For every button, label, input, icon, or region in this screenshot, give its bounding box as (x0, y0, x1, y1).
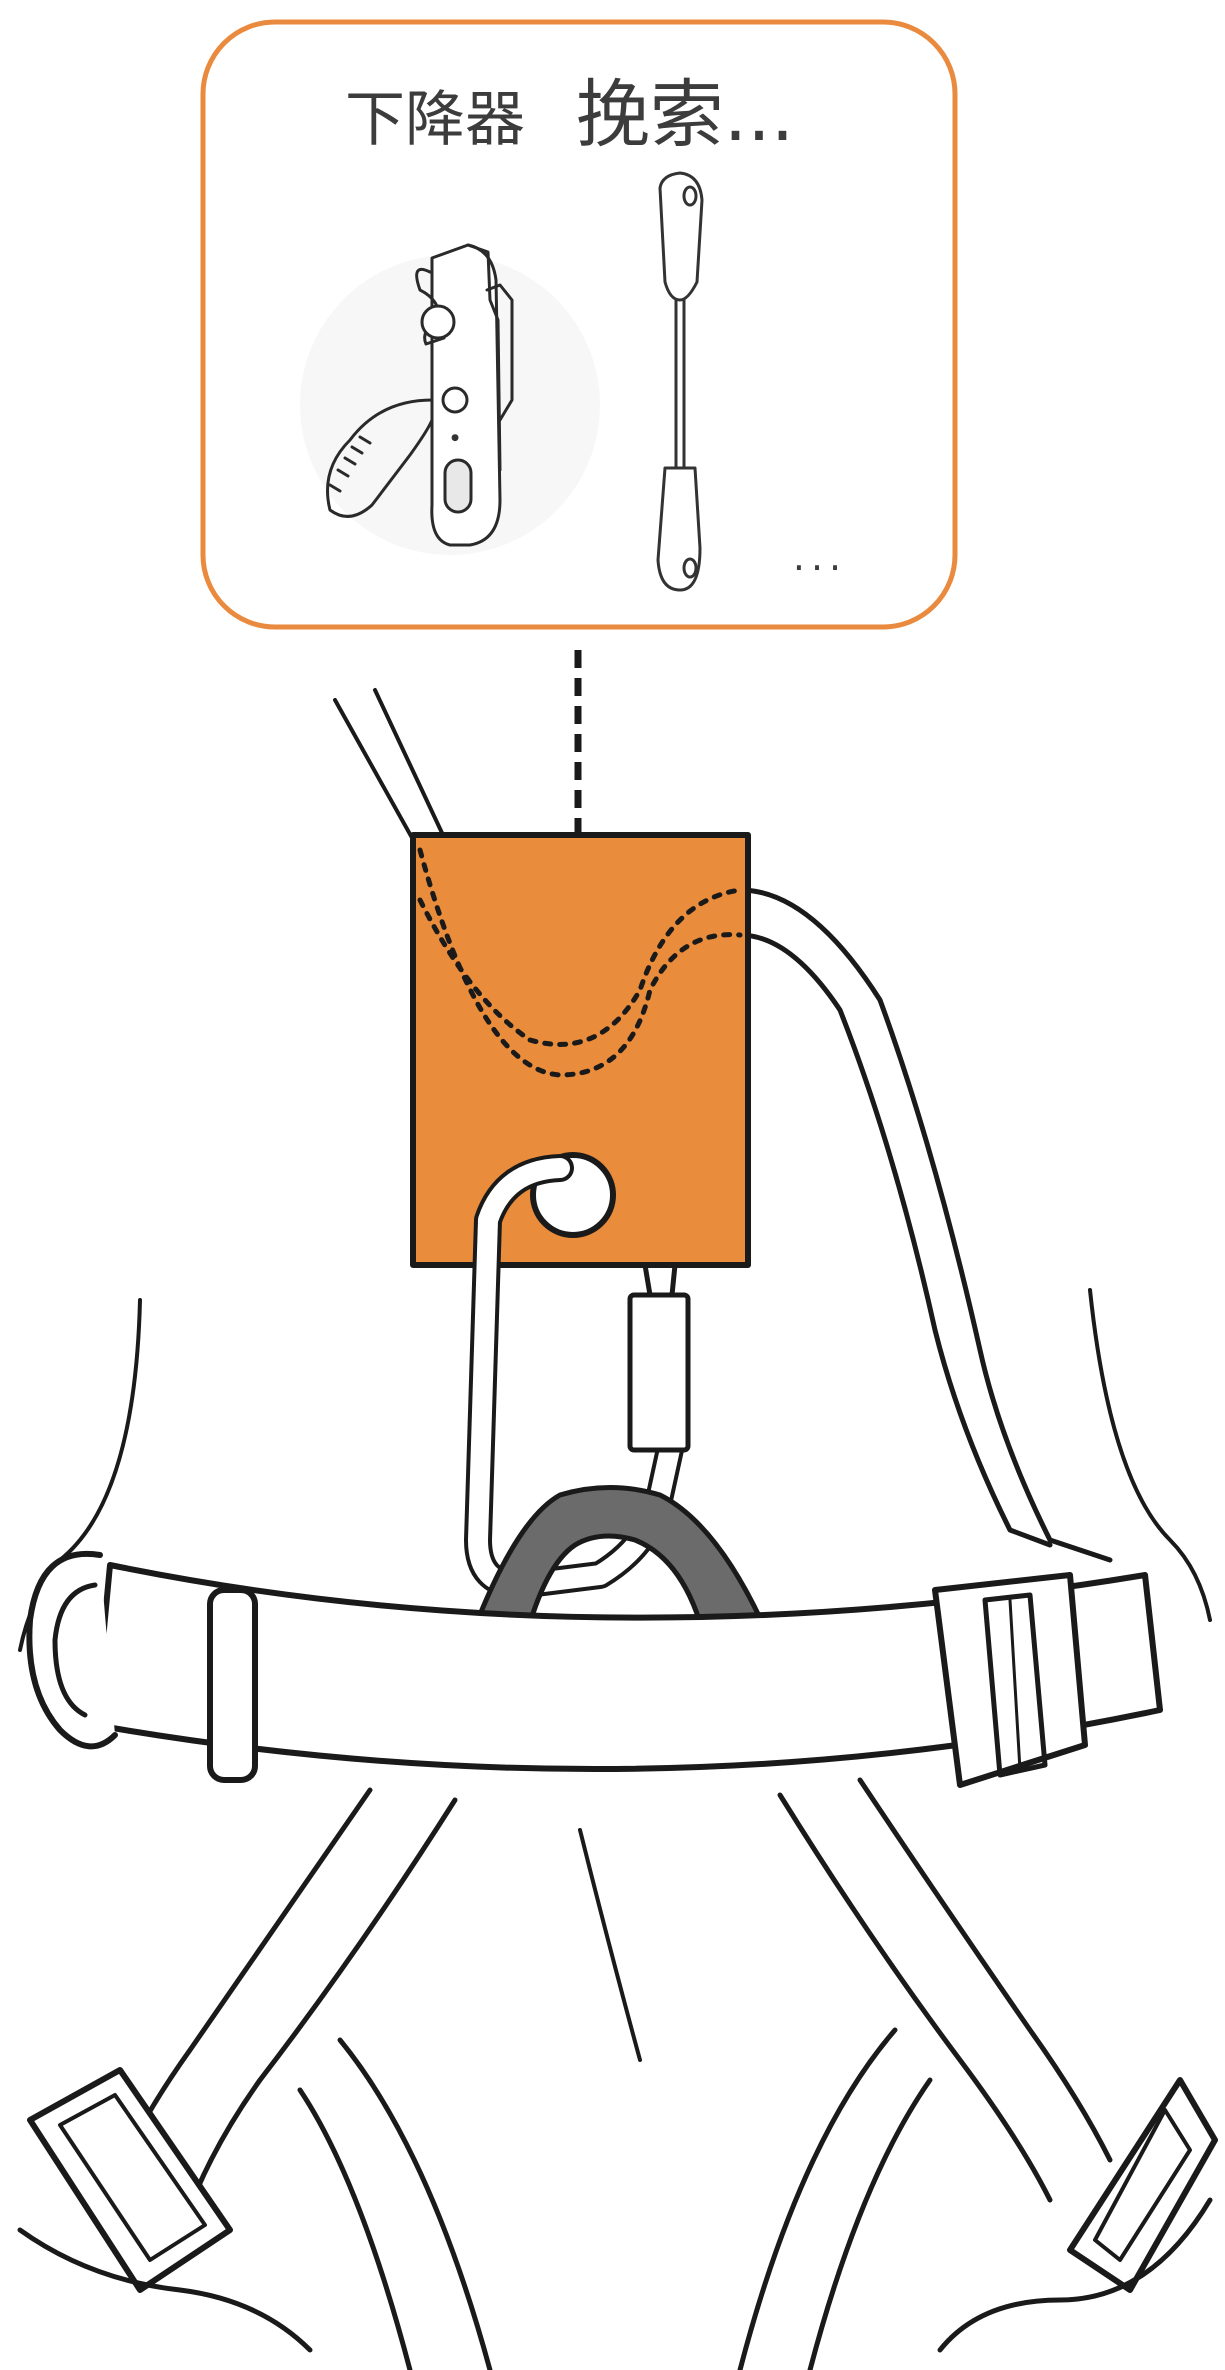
descender-label: 下降器 (345, 85, 525, 155)
right-belt-buckle (935, 1575, 1085, 1785)
lanyard-label: 挽索... (576, 72, 795, 158)
carabiner-gate-sleeve (630, 1295, 688, 1450)
right-leg-buckle (1070, 2080, 1215, 2290)
left-gear-loop (29, 1554, 115, 1747)
more-items-mark: ... (793, 535, 847, 579)
equipment-callout: 下降器 挽索... ● ... (203, 22, 955, 627)
right-shoulder-strap (740, 890, 1110, 1560)
descender-brand-mark: ● (451, 433, 459, 443)
left-belt-keeper (210, 1590, 255, 1780)
harness (20, 690, 1215, 2370)
body-outline-right (1090, 1290, 1210, 1620)
